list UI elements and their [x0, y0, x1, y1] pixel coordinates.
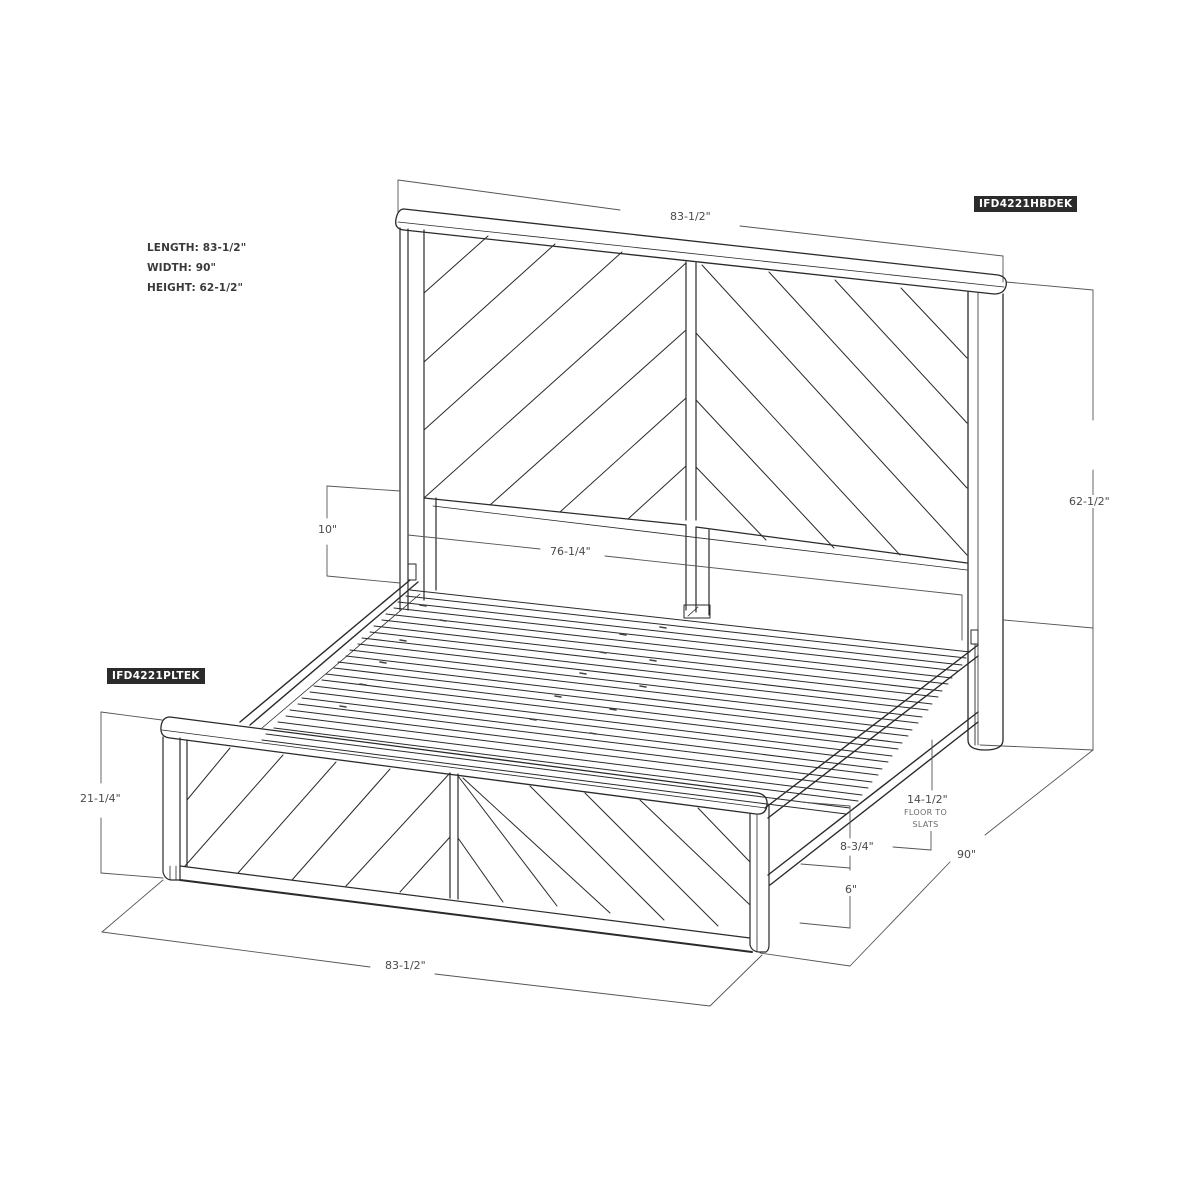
footboard-height-dimension — [101, 712, 163, 878]
footboard-right-chevron — [458, 776, 750, 926]
footboard — [161, 717, 769, 952]
spec-height: HEIGHT: 62-1/2" — [147, 282, 244, 294]
slats — [262, 590, 970, 814]
spec-length: LENGTH: 83-1/2" — [147, 242, 247, 254]
footboard-part-tag: IFD4221PLTEK — [107, 668, 205, 684]
overall-height-label: 62-1/2" — [1067, 495, 1112, 508]
floor-to-slats-note: FLOOR TO SLATS — [902, 807, 950, 831]
headboard — [396, 209, 1007, 750]
floor-to-slats-note-line1: FLOOR TO — [904, 808, 948, 817]
headboard-width-dimension — [398, 180, 1003, 282]
headboard-width-label: 83-1/2" — [668, 210, 713, 223]
headboard-gap-dimension — [327, 486, 400, 583]
overall-length-label: 90" — [955, 848, 979, 861]
spec-width: WIDTH: 90" — [147, 262, 217, 274]
footboard-width-label: 83-1/2" — [383, 959, 428, 972]
floor-to-slats-label: 14-1/2" — [905, 793, 950, 806]
inner-width-dimension — [408, 535, 962, 640]
side-rail-dimensions — [800, 740, 932, 928]
slat-platform — [240, 564, 978, 885]
floor-to-slats-note-line2: SLATS — [912, 820, 939, 829]
headboard-part-tag: IFD4221HBDEK — [974, 196, 1078, 212]
slat-clips — [340, 605, 666, 734]
footboard-height-label: 21-1/4" — [78, 792, 123, 805]
overall-specs: LENGTH: 83-1/2" WIDTH: 90" HEIGHT: 62-1/… — [147, 238, 246, 298]
headboard-gap-label: 10" — [316, 523, 340, 536]
footboard-width-dimension — [102, 880, 762, 1006]
headboard-right-chevron — [696, 265, 967, 555]
rail-clearance-label: 6" — [843, 883, 860, 896]
footboard-left-chevron — [185, 748, 450, 892]
headboard-left-chevron — [424, 236, 686, 519]
inner-width-label: 76-1/4" — [548, 545, 593, 558]
overall-height-dimension — [1004, 282, 1093, 628]
rail-height-label: 8-3/4" — [838, 840, 876, 853]
overall-length-dimension — [760, 628, 1093, 966]
